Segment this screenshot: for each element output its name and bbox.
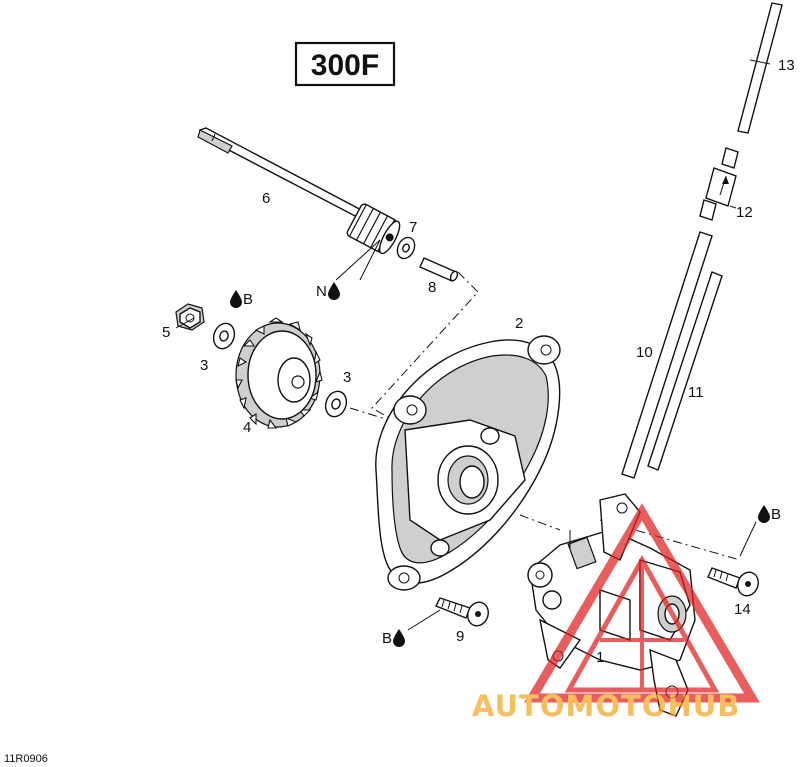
- lube-code: B: [382, 630, 392, 647]
- callout-1: 1: [596, 649, 604, 666]
- watermark-text: AUTOMOTOHUB: [472, 689, 740, 723]
- part-callouts: 1 2 3 3 4 5 6 7 8 9 10 11 12 13 14: [162, 57, 795, 666]
- callout-2: 2: [515, 315, 523, 332]
- drive-gear-4: [235, 317, 323, 429]
- callout-3b: 3: [343, 369, 351, 386]
- lubricant-markers: B N B B: [230, 282, 781, 647]
- lube-code: B: [243, 291, 253, 308]
- callout-14: 14: [734, 601, 751, 618]
- nut-5: [175, 303, 205, 331]
- hose-11: [647, 271, 723, 471]
- inline-filter-12: [699, 147, 739, 221]
- watermark-triangle-icon: [524, 503, 760, 703]
- callout-5: 5: [162, 324, 170, 341]
- washer-3-left: [212, 322, 236, 350]
- callout-13: 13: [778, 57, 795, 74]
- lube-mark-bolt-14: B: [758, 505, 781, 523]
- leader-lines: [175, 59, 771, 631]
- model-label: 300F: [294, 41, 396, 87]
- callout-7: 7: [409, 219, 417, 236]
- drawing-code: 11R0906: [4, 753, 48, 765]
- callout-3a: 3: [200, 357, 208, 374]
- lube-mark-bolt-9: B: [382, 629, 405, 647]
- bolt-9: [435, 597, 489, 627]
- bolt-14: [707, 567, 759, 597]
- callout-12: 12: [736, 204, 753, 221]
- hose-13: [737, 2, 783, 134]
- lube-code: B: [771, 506, 781, 523]
- watermark: AUTOMOTOHUB: [472, 503, 760, 723]
- lube-code: N: [316, 283, 327, 300]
- washer-3-right: [324, 390, 348, 418]
- oil-drop-icon: [393, 629, 405, 647]
- lube-mark-pinion: N: [316, 282, 340, 300]
- oil-drop-icon: [328, 282, 340, 300]
- lube-mark-nut: B: [230, 290, 253, 308]
- callout-6: 6: [262, 190, 270, 207]
- pinion-gear: [346, 203, 401, 255]
- hose-10: [621, 231, 713, 479]
- pin-8: [419, 257, 459, 282]
- pump-cover-2: [375, 335, 561, 591]
- callout-11: 11: [688, 384, 704, 401]
- mounting-lugs: [387, 335, 561, 591]
- oil-drop-icon: [230, 290, 242, 308]
- callout-10: 10: [636, 344, 653, 361]
- washer-7: [396, 236, 416, 260]
- callout-8: 8: [428, 279, 436, 296]
- model-label-text: 300F: [311, 49, 379, 82]
- callout-9: 9: [456, 628, 464, 645]
- callout-4: 4: [243, 419, 251, 436]
- oil-drop-icon: [758, 505, 770, 523]
